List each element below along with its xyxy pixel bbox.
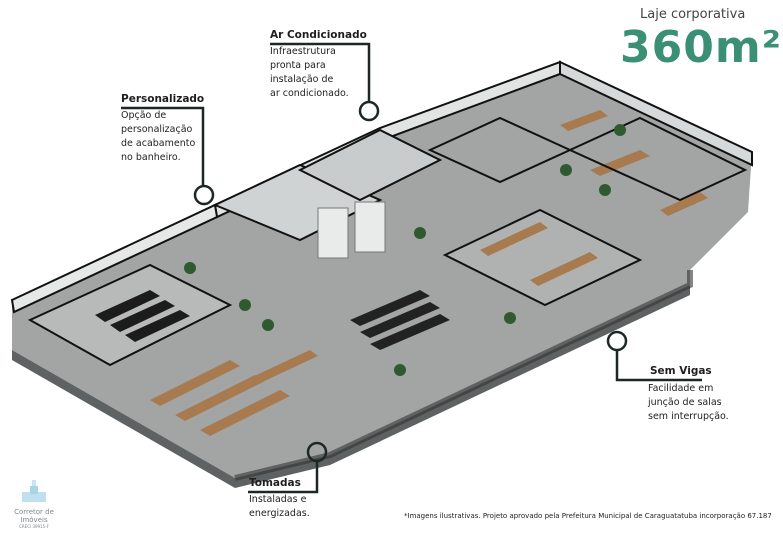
callout-line: Infraestrutura (270, 46, 336, 57)
callout-line: sem interrupção. (648, 411, 729, 422)
disclaimer: *Imagens ilustrativas. Projeto aprovado … (404, 512, 772, 520)
callout-title: Ar Condicionado (270, 29, 367, 41)
logo-text: Imóveis (20, 516, 48, 524)
callout-marker-sem-vigas[interactable] (606, 330, 628, 352)
glass-facade (234, 270, 693, 481)
callout-line: energizadas. (249, 508, 310, 519)
left-wall (10, 203, 219, 314)
callout-title-tomadas: Tomadas (249, 477, 301, 489)
callout-line: ar condicionado. (270, 88, 349, 99)
callout-title: Personalizado (121, 93, 205, 105)
callout-line: junção de salas (648, 397, 722, 408)
logo-creci: CRECI 39915-F (19, 524, 49, 529)
right-wall (559, 60, 753, 167)
callout-marker-personalizado[interactable] (193, 184, 215, 206)
callout-title-sem-vigas: Sem Vigas (650, 365, 712, 377)
callout-line: de acabamento (121, 138, 196, 149)
callout-text-tomadas: Instaladas e energizadas. (249, 493, 310, 521)
headline-area: 360m² (620, 22, 782, 73)
auditorium-seats (350, 290, 450, 350)
callout-line-personalizado (121, 106, 205, 186)
server-room (27, 263, 233, 367)
headline-subtitle: Laje corporativa (640, 7, 746, 22)
callout-text: Infraestrutura pronta para instalação de… (270, 45, 367, 101)
callout-line: Facilidade em (648, 383, 714, 394)
callout-line-ar (270, 42, 371, 102)
callout-line: instalação de (270, 74, 334, 85)
callout-personalizado: Personalizado Opção de personalização de… (121, 93, 204, 165)
ac-room (297, 128, 443, 202)
callout-line: Opção de (121, 110, 167, 121)
logo-text: Corretor de (14, 508, 54, 516)
callout-line: personalização (121, 124, 193, 135)
elevator-block (354, 201, 386, 253)
elevator-block (317, 207, 349, 259)
callout-line: Instaladas e (249, 494, 307, 505)
callout-line: no banheiro. (121, 152, 181, 163)
callout-line-sem-vigas (615, 350, 702, 382)
callout-text: Opção de personalização de acabamento no… (121, 109, 204, 165)
building-logo-icon (22, 480, 46, 502)
callout-marker-tomadas[interactable] (306, 441, 328, 463)
callout-ar-condicionado: Ar Condicionado Infraestrutura pronta pa… (270, 29, 367, 101)
logo: Corretor de Imóveis CRECI 39915-F (8, 478, 60, 530)
workstations (150, 350, 318, 436)
callout-text-sem-vigas: Facilidade em junção de salas sem interr… (648, 382, 729, 424)
callout-line-tomadas (248, 461, 319, 494)
callout-line: pronta para (270, 60, 326, 71)
office-right (442, 208, 643, 307)
callout-marker-ar[interactable] (358, 100, 380, 122)
